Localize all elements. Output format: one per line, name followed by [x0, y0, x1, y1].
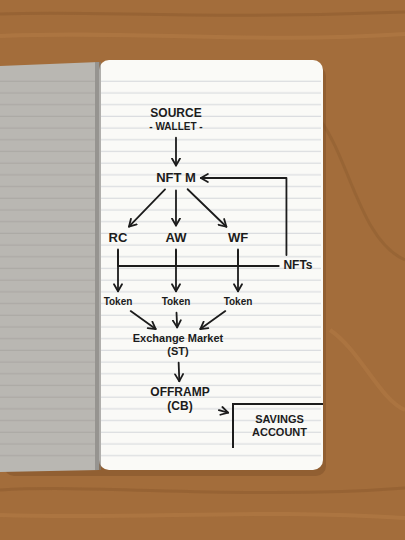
- wood-grain: [330, 330, 405, 410]
- flow-arrow: [131, 311, 156, 329]
- node-text: - WALLET -: [149, 121, 202, 133]
- flow-arrow: [176, 313, 178, 328]
- flow-arrow: [129, 189, 165, 226]
- flow-arrow: [219, 410, 228, 412]
- node-text: Token: [162, 296, 191, 308]
- flow-arrow: [238, 249, 278, 266]
- flow-arrow: [175, 138, 177, 166]
- flow-node: Token: [222, 295, 255, 309]
- node-text: AW: [166, 231, 187, 246]
- node-text: Token: [224, 296, 253, 308]
- flow-node: SOURCE- WALLET -: [147, 106, 204, 133]
- account-box: SAVINGS ACCOUNT: [232, 403, 323, 448]
- node-text: SAVINGS ACCOUNT: [242, 413, 317, 438]
- left-page-ruling: [0, 76, 95, 466]
- left-page: [0, 62, 99, 472]
- right-page: [99, 60, 323, 470]
- wood-grain: [0, 514, 405, 518]
- wood-grain: [0, 488, 405, 493]
- right-page-ruling: [101, 74, 321, 466]
- node-text: Token: [104, 296, 133, 308]
- flow-arrow: [178, 363, 180, 382]
- node-text: WF: [228, 231, 248, 246]
- wood-grain: [0, 12, 405, 15]
- flow-arrow: [176, 249, 278, 266]
- node-text: OFFRAMP (CB): [147, 386, 213, 414]
- flow-node: AW: [164, 230, 189, 247]
- flow-node: WF: [226, 230, 250, 247]
- flow-node: Token: [160, 295, 193, 309]
- node-text: NFTs: [283, 259, 312, 273]
- node-text: RC: [109, 231, 128, 246]
- flow-node: OFFRAMP (CB): [145, 385, 215, 415]
- spine-shadow: [95, 62, 101, 470]
- flow-node: NFT M: [154, 170, 198, 187]
- wood-grain: [320, 120, 405, 260]
- flow-arrow: [200, 311, 225, 329]
- flow-node: Exchange Market (ST): [119, 331, 237, 358]
- flow-node: NFTs: [281, 258, 314, 274]
- flow-arrow: [175, 190, 177, 225]
- flow-node: RC: [107, 230, 130, 247]
- node-text: NFT M: [156, 171, 196, 186]
- flow-arrow: [188, 189, 227, 227]
- flow-node: Token: [102, 295, 135, 309]
- node-text: SOURCE: [149, 107, 202, 121]
- node-text: Exchange Market (ST): [121, 332, 235, 357]
- flow-arrow: [201, 178, 287, 255]
- wood-grain: [0, 34, 405, 38]
- flow-arrow: [118, 249, 278, 266]
